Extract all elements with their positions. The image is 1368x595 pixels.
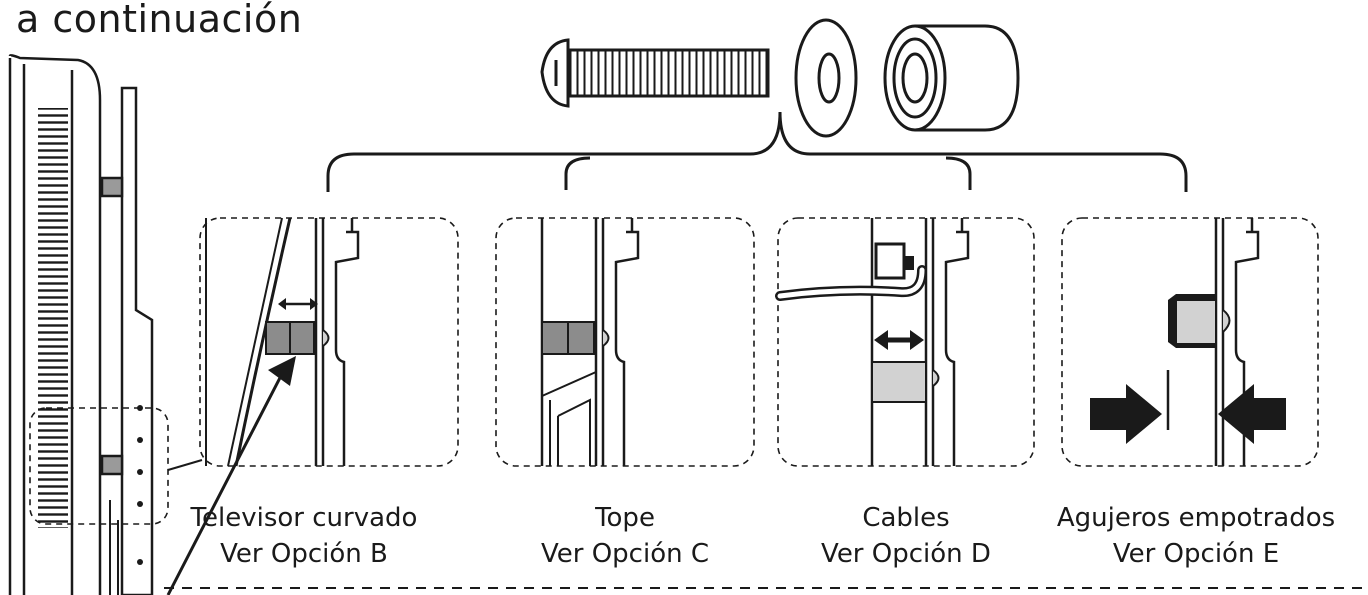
caption-cables-option: Ver Opción D xyxy=(821,539,991,569)
caption-recessed-option: Ver Opción E xyxy=(1112,539,1280,569)
caption-cables-title: Cables xyxy=(862,503,950,533)
washer-icon xyxy=(794,18,858,138)
caption-recessed: Agujeros empotrados Ver Opción E xyxy=(1026,500,1366,572)
panel-recessed xyxy=(1061,217,1319,467)
caption-spacer-title: Tope xyxy=(595,503,655,533)
panel-curved xyxy=(166,217,459,595)
caption-recessed-title: Agujeros empotrados xyxy=(1056,503,1336,533)
screw-icon xyxy=(540,38,770,108)
caption-curved: Televisor curvado Ver Opción B xyxy=(154,500,454,572)
caption-spacer: Tope Ver Opción C xyxy=(495,500,755,572)
caption-spacer-option: Ver Opción C xyxy=(540,539,709,569)
spacer-icon xyxy=(883,24,1020,132)
panel-cables xyxy=(775,217,1035,467)
caption-curved-option: Ver Opción B xyxy=(220,539,388,569)
brace-line xyxy=(326,111,1188,192)
page-heading: a continuación xyxy=(16,0,303,41)
tv-side-profile xyxy=(8,54,203,595)
panel-spacer xyxy=(495,217,755,467)
caption-curved-title: Televisor curvado xyxy=(190,503,418,533)
caption-cables: Cables Ver Opción D xyxy=(756,500,1056,572)
